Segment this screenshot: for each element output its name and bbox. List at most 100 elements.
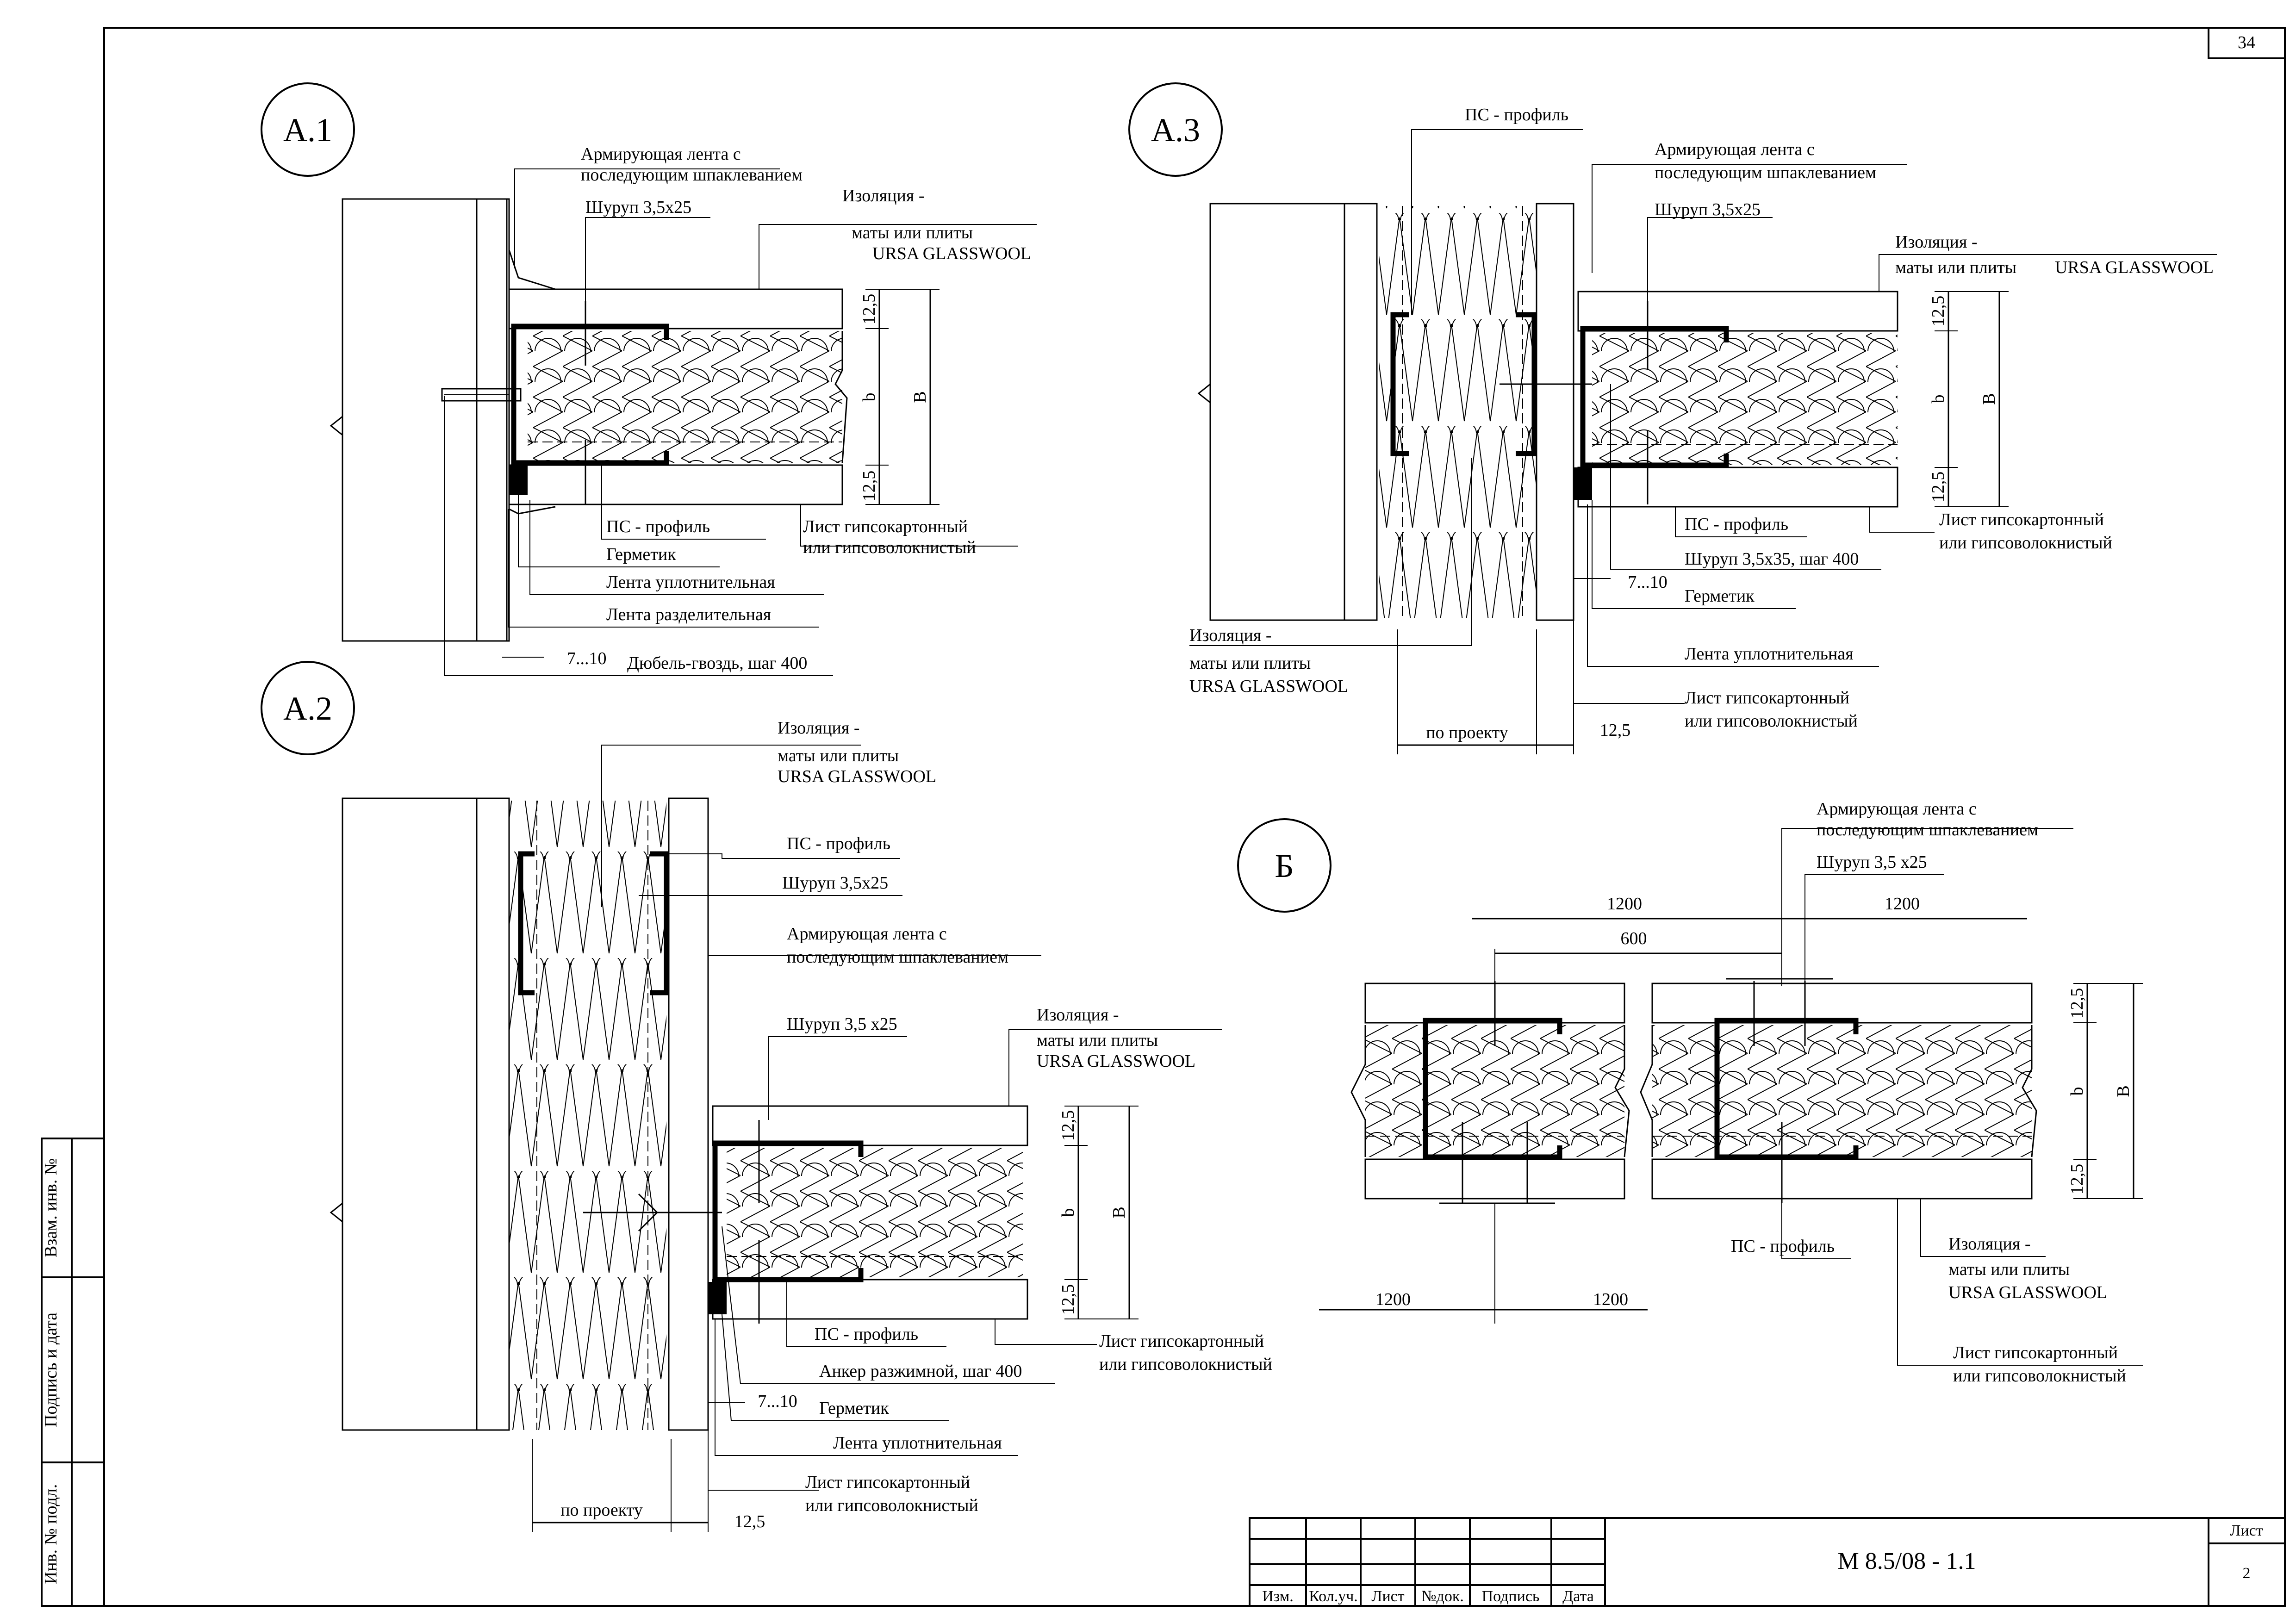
a1-label-germetik: Герметик [606, 545, 676, 564]
a3-label-iso-2: маты или плиты [1895, 258, 2016, 277]
masonry-wall [342, 797, 478, 1431]
a1-label-lenta-razd: Лента разделительная [606, 605, 771, 624]
gypsum-board-top [508, 288, 843, 330]
col-podpis: Подпись [1482, 1588, 1540, 1605]
a3-label-iso-3: URSA GLASSWOOL [2055, 258, 2214, 277]
b-label-iso-3: URSA GLASSWOOL [1948, 1283, 2107, 1302]
a3-label-list2-2: или гипсоволокнистый [1685, 711, 1858, 731]
insulation-vertical [1379, 206, 1537, 618]
ps-profile-right [1714, 1018, 1859, 1160]
list-label: Лист [2230, 1522, 2263, 1539]
a2-label-iso-3: URSA GLASSWOOL [778, 767, 936, 786]
col-list: Лист [1371, 1588, 1404, 1605]
a3-label-iso2-2: маты или плиты [1189, 653, 1311, 673]
a3-label-ps-profile-bot: ПС - профиль [1685, 515, 1788, 534]
col-izm: Изм. [1262, 1588, 1294, 1605]
detail-a1: A.1 12,5 12,5 b B [261, 82, 1037, 676]
insulation [1592, 333, 1898, 465]
b-label-armir-2: последующим шпаклеванием [1817, 820, 2038, 839]
a1-dim-top: 12,5 [859, 294, 879, 325]
insulation [727, 1148, 1023, 1277]
a1-label-screw: Шуруп 3,5х25 [585, 198, 691, 217]
plaster-layer [1344, 203, 1378, 621]
detail-bubble-a2 [261, 661, 355, 755]
a1-label-list-1: Лист гипсокартонный [803, 517, 968, 536]
a1-label-iso-3: URSA GLASSWOOL [872, 244, 1031, 263]
a2-dim-top: 12,5 [1058, 1110, 1078, 1141]
col-data: Дата [1562, 1588, 1594, 1605]
a2-label-screw-top: Шуруп 3,5х25 [782, 873, 888, 893]
insulation-vertical [509, 801, 666, 1430]
gypsum-board-top [712, 1105, 1028, 1146]
plaster-layer [476, 198, 510, 642]
b-label-screw: Шуруп 3,5 х25 [1817, 852, 1927, 872]
a3-dim-po-proektu: по проекту [1426, 723, 1508, 742]
a3-label-lenta-upl: Лента уплотнительная [1685, 644, 1854, 664]
detail-a3: A.3 12,5 12,5 b B [1128, 82, 2217, 754]
gypsum-board-top-right [1651, 983, 2033, 1024]
a2-label-list2-2: или гипсоволокнистый [1099, 1355, 1272, 1374]
a1-label-armir-1: Армирующая лента с [581, 144, 741, 164]
b-dim-b: b [2067, 1087, 2087, 1096]
insulation-left [1365, 1025, 1624, 1157]
insulation-right [1652, 1025, 2032, 1157]
a3-label-list-2: или гипсоволокнистый [1939, 533, 2112, 553]
gypsum-board-vertical [668, 797, 709, 1431]
vzam-inv-label: Взам. инв. № [41, 1158, 61, 1257]
detail-label-b: Б [1275, 847, 1294, 884]
a3-label-list2-1: Лист гипсокартонный [1685, 688, 1849, 708]
ps-profile [1580, 326, 1729, 468]
a3-label-list-1: Лист гипсокартонный [1939, 510, 2104, 529]
a3-dim-b: b [1929, 395, 1948, 404]
a2-label-list-1: Лист гипсокартонный [805, 1473, 970, 1492]
sealant [708, 1282, 727, 1314]
gypsum-board-bottom-right [1651, 1158, 2033, 1200]
b-label-iso-2: маты или плиты [1948, 1260, 2070, 1279]
b-dim-bottom-left: 1200 [1375, 1290, 1411, 1309]
detail-bubble-a1 [261, 82, 355, 177]
a2-dim-po-proektu: по проекту [560, 1500, 643, 1520]
a3-label-germetik: Герметик [1685, 586, 1755, 606]
a2-label-iso-1: Изоляция - [778, 718, 859, 738]
a3-dim-bottom: 12,5 [1929, 472, 1948, 503]
detail-label-a1: A.1 [283, 112, 332, 149]
gypsum-board-bottom [508, 464, 843, 505]
a2-label-lenta-upl: Лента уплотнительная [833, 1433, 1002, 1453]
a2-label-ps-profile-bot: ПС - профиль [815, 1325, 918, 1344]
a2-label-iso2-1: Изоляция - [1037, 1005, 1119, 1025]
sealant [509, 465, 528, 495]
a2-label-armir-2: последующим шпаклеванием [787, 947, 1008, 967]
insulation [528, 331, 842, 463]
col-n-dok: №док. [1421, 1588, 1464, 1605]
b-dim-bottom-right: 1200 [1593, 1290, 1628, 1309]
title-block: Изм. Кол.уч. Лист №док. Подпись Дата М 8… [1249, 1517, 2286, 1607]
sheet-top-number: 34 [2238, 33, 2255, 52]
ps-profile [511, 323, 669, 466]
a3-gap-dim: 7...10 [1628, 572, 1668, 592]
a2-label-ps-profile-top: ПС - профиль [787, 834, 890, 853]
plaster-layer [476, 797, 510, 1431]
masonry-wall [1209, 203, 1345, 621]
a2-label-iso2-2: маты или плиты [1037, 1031, 1158, 1050]
masonry-wall [342, 198, 478, 642]
detail-bubble-a3 [1128, 82, 1223, 177]
a3-dim-125: 12,5 [1600, 721, 1631, 740]
a2-dim-B: B [1109, 1206, 1129, 1218]
sealant [1574, 467, 1592, 500]
a2-label-germetik: Герметик [819, 1399, 889, 1418]
gypsum-board-bottom [1577, 466, 1898, 508]
a2-label-list-2: или гипсоволокнистый [805, 1496, 978, 1515]
a1-label-ps-profile: ПС - профиль [606, 517, 710, 536]
a3-label-screw-35: Шуруп 3,5х35, шаг 400 [1685, 549, 1859, 569]
detail-label-a2: A.2 [283, 690, 332, 727]
a2-dim-125: 12,5 [734, 1512, 765, 1531]
a1-label-list-2: или гипсоволокнистый [803, 538, 976, 557]
a3-dim-top: 12,5 [1929, 296, 1948, 327]
podpis-data-label: Подпись и дата [41, 1312, 61, 1427]
a2-dim-b: b [1058, 1208, 1078, 1217]
a2-dim-bottom: 12,5 [1058, 1284, 1078, 1315]
inv-podl-label: Инв. № подл. [41, 1484, 61, 1585]
a2-label-anchor: Анкер разжимной, шаг 400 [819, 1362, 1022, 1381]
a3-label-ps-profile-top: ПС - профиль [1465, 105, 1568, 124]
